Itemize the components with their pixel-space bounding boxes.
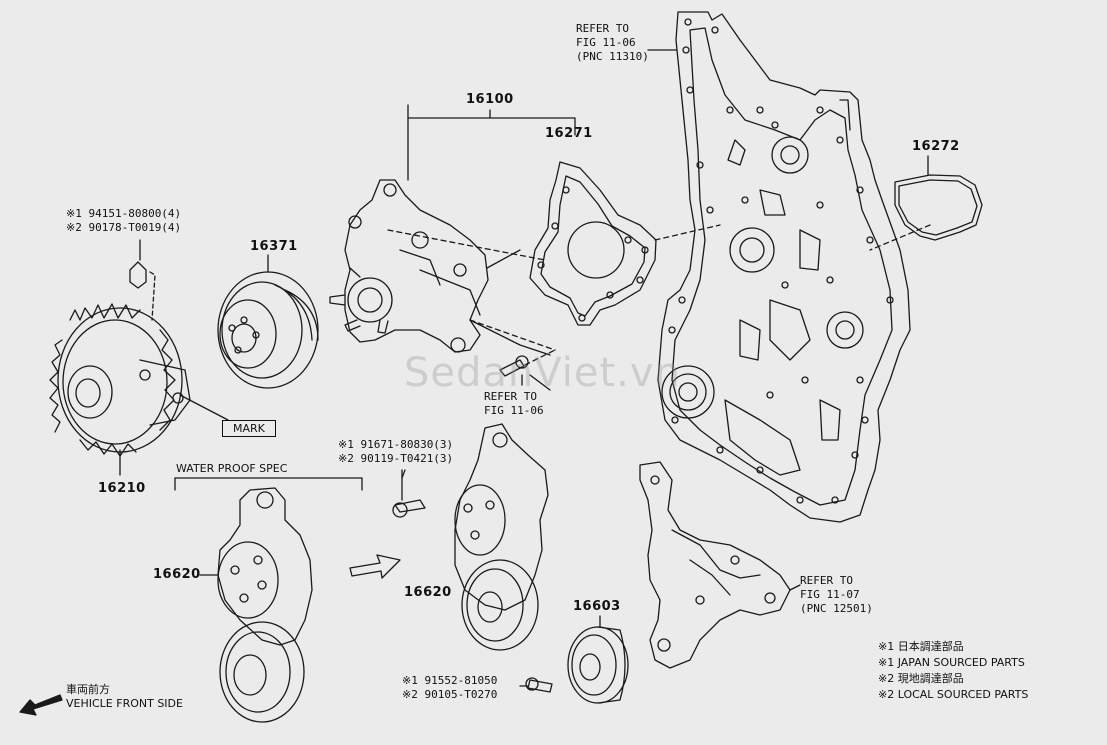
water-pump-drawing bbox=[329, 104, 576, 356]
ref-right-line2: FIG 11-07 bbox=[800, 588, 860, 601]
ref-mid-line2: FIG 11-06 bbox=[484, 404, 544, 417]
direction-arrow-drawing bbox=[349, 554, 401, 579]
note-idler-line1: ※1 91552-81050 bbox=[402, 674, 498, 687]
pump-bolt-drawing bbox=[499, 355, 529, 386]
ref-top-line3: (PNC 11310) bbox=[576, 50, 649, 63]
watermark: SedanViet.vn bbox=[404, 350, 681, 396]
part-number-16620-center: 16620 bbox=[404, 585, 452, 600]
alignment-lines bbox=[387, 224, 931, 366]
vehicle-front-jp: 車両前方 bbox=[66, 683, 110, 696]
ref-top-line1: REFER TO bbox=[576, 22, 629, 35]
legend-line2: ※1 JAPAN SOURCED PARTS bbox=[878, 656, 1025, 669]
part-number-16271: 16271 bbox=[545, 126, 593, 141]
tensioner-left-drawing bbox=[174, 477, 363, 723]
ref-top-line2: FIG 11-06 bbox=[576, 36, 636, 49]
mark-label: MARK bbox=[222, 420, 276, 437]
pulley-16371-drawing bbox=[217, 254, 319, 389]
part-number-16620-left: 16620 bbox=[153, 567, 201, 582]
bracket-drawing bbox=[639, 461, 801, 669]
part-number-16603: 16603 bbox=[573, 599, 621, 614]
front-arrow-drawing bbox=[19, 694, 63, 716]
note-fan-line1: ※1 94151-80800(4) bbox=[66, 207, 182, 220]
idler-pulley-drawing bbox=[525, 615, 629, 704]
leader-lines bbox=[139, 49, 929, 687]
ref-right-line1: REFER TO bbox=[800, 574, 853, 587]
part-number-16210: 16210 bbox=[98, 481, 146, 496]
legend-line4: ※2 LOCAL SOURCED PARTS bbox=[878, 688, 1029, 701]
note-fan-line2: ※2 90178-T0019(4) bbox=[66, 221, 182, 234]
part-number-16272: 16272 bbox=[912, 139, 960, 154]
water-proof-spec-label: WATER PROOF SPEC bbox=[176, 462, 288, 475]
note-bolt-line2: ※2 90119-T0421(3) bbox=[338, 452, 454, 465]
fan-clutch-drawing bbox=[49, 261, 229, 476]
legend-line1: ※1 日本調達部品 bbox=[878, 640, 964, 653]
tensioner-center-drawing bbox=[392, 423, 549, 651]
gasket-16271-drawing bbox=[529, 161, 657, 326]
part-number-16371: 16371 bbox=[250, 239, 298, 254]
seal-16272-drawing bbox=[894, 174, 983, 241]
ref-right-line3: (PNC 12501) bbox=[800, 602, 873, 615]
ref-mid-line1: REFER TO bbox=[484, 390, 537, 403]
note-bolt-line1: ※1 91671-80830(3) bbox=[338, 438, 454, 451]
timing-cover-drawing bbox=[657, 11, 911, 523]
part-number-16100: 16100 bbox=[466, 92, 514, 107]
vehicle-front-en: VEHICLE FRONT SIDE bbox=[66, 697, 183, 710]
note-idler-line2: ※2 90105-T0270 bbox=[402, 688, 498, 701]
legend-line3: ※2 現地調達部品 bbox=[878, 672, 964, 685]
